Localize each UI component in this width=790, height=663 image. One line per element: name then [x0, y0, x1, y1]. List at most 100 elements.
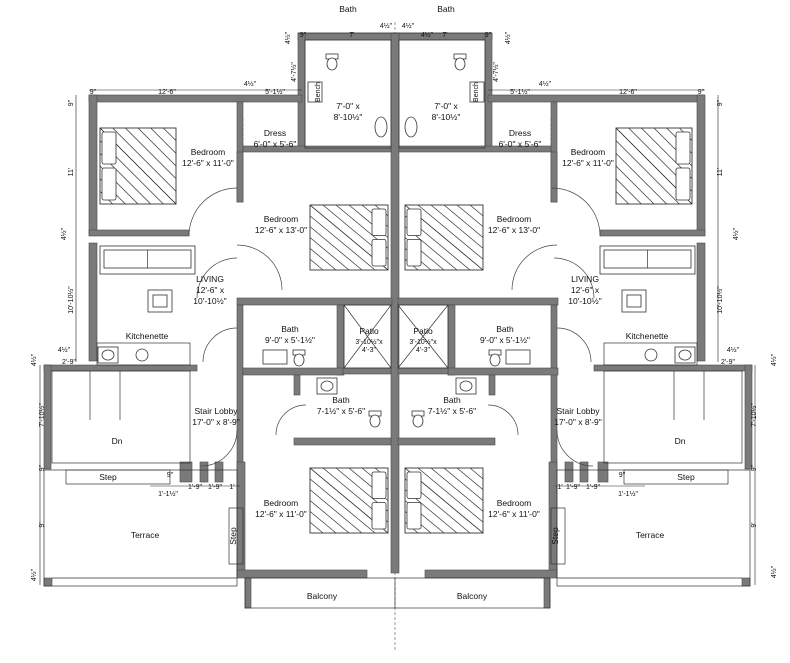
patio-right-dim2: 4'-3" [416, 347, 430, 354]
step-vertical-right-label: Step [550, 527, 560, 545]
walls [43, 32, 753, 609]
bed2-left-hatch [309, 248, 337, 271]
dim-v-29-left: 2'-9" [62, 359, 76, 366]
bath-top-left-dim1: 7'-0" x [336, 101, 360, 111]
dim-v-29-right: 2'-9" [721, 359, 735, 366]
bedroom2-right-dim: 12'-6" x 13'-0" [488, 225, 540, 235]
bed2-left-hatch [309, 237, 350, 271]
bench-right-label: Bench [473, 82, 480, 102]
dim-v-710-right: 7'-10½" [750, 403, 758, 427]
step-right-label: Step [677, 472, 695, 482]
terrace-left-label: Terrace [131, 530, 160, 540]
bath-mid-left-label: Bath [281, 324, 299, 334]
bath-top-right-dim1: 7'-0" x [434, 101, 458, 111]
dim-v-11-right: 11' [717, 168, 724, 177]
bed3-right-pillow-icon [406, 471, 422, 499]
dim-s-11-left: 1'-1½" [158, 490, 178, 498]
dim-v-9-left: 9" [68, 99, 75, 106]
bed1-right-hatch [615, 153, 667, 205]
dress-left-label: Dress [264, 128, 286, 138]
thin-lines [43, 39, 751, 609]
living-right-dim2: 10'-10½" [568, 296, 601, 306]
dim-upper-51-left: 5'-1½" [265, 88, 285, 96]
dim-upper-4h-right: 4½" [539, 80, 552, 88]
bed2-right-hatch [443, 204, 484, 238]
bedroom2-right-label: Bedroom [497, 214, 532, 224]
dim-v-4h2-left: 4½" [58, 346, 71, 354]
basin-mid-left-icon [262, 349, 288, 365]
bed2-left-pillow-icon [371, 208, 387, 236]
balcony-left-label: Balcony [307, 591, 338, 601]
toilet-small-left-bowl-icon [369, 414, 381, 428]
dim-s-1-left: 1' [229, 484, 234, 491]
patio-right-label: Patio [413, 326, 433, 336]
bedroom1-right-label: Bedroom [571, 147, 606, 157]
bath-mid-left-dim: 9'-0" x 5'-1½" [265, 335, 315, 345]
dim-s-19b-left: 1'-9" [208, 484, 222, 491]
patio-left-dim1: 3'-10½"x [355, 338, 383, 346]
bedroom3-right-dim: 12'-6" x 11'-0" [488, 509, 540, 519]
bedroom2-left-dim: 12'-6" x 13'-0" [255, 225, 307, 235]
sink-mid-left-basin-icon [320, 380, 334, 392]
bath-small-right-dim: 7-1½" x 5'-6" [428, 406, 476, 416]
dim-v-4h-right: 4½" [732, 227, 740, 240]
stair-lobby-left-label: Stair Lobby [195, 406, 239, 416]
bedroom1-right-dim: 12'-6" x 11'-0" [562, 158, 614, 168]
bed3-right-hatch [430, 467, 484, 512]
dim-upper-4h-left: 4½" [244, 80, 257, 88]
dim-v-710-left: 7'-10½" [38, 403, 46, 427]
stair-lobby-right-label: Stair Lobby [557, 406, 601, 416]
bed1-right-hatch [615, 140, 680, 205]
bedroom3-left-label: Bedroom [264, 498, 299, 508]
living-left-dim1: 12'-6" x [196, 285, 225, 295]
stair-lobby-right-dim: 17'-0" x 8'-9" [554, 417, 602, 427]
bath-top-left-dim2: 8'-10½" [334, 112, 363, 122]
toilet-mid-left-bowl-icon [293, 353, 305, 367]
table-right-top-icon [626, 294, 642, 308]
kitchenette-left-label: Kitchenette [126, 331, 169, 341]
doors [188, 187, 601, 467]
bench-right-icon [469, 81, 485, 103]
bed1-right-pillow-icon [675, 167, 691, 201]
bed2-left-hatch [309, 258, 324, 271]
dim-v-4h3-right: 4½" [770, 353, 778, 366]
bench-left-icon [307, 81, 323, 103]
dim-s-19-left: 1'-9" [188, 484, 202, 491]
bed2-left-hatch [309, 215, 376, 271]
dim-v-4h4-left: 4½" [30, 568, 38, 581]
dress-left-dim: 6'-0" x 5'-6" [254, 139, 297, 149]
bed3-right-hatch [417, 467, 484, 523]
dimension-lines [39, 32, 756, 585]
furniture [97, 53, 696, 534]
dim-side-right: 4'-7½" [492, 62, 500, 82]
bath-top-right-label: Bath [437, 4, 455, 14]
terrace-right-label: Terrace [636, 530, 665, 540]
dim-upper-126-right: 12'-6" [619, 89, 637, 96]
balcony-right-label: Balcony [457, 591, 488, 601]
dim-s-19-right: 1'-9" [566, 484, 580, 491]
bed2-right-hatch [469, 204, 484, 217]
bed3-left-hatch [309, 478, 376, 534]
bath-top-left-label: Bath [339, 4, 357, 14]
table-left-top-icon [152, 294, 168, 308]
shower-top-left-icon [374, 116, 388, 138]
bed2-right-hatch [430, 204, 484, 249]
dim-top-9-left: 9" [300, 32, 307, 39]
kitchenette-right-label: Kitchenette [626, 331, 669, 341]
dim-s-11-right: 1'-1½" [618, 490, 638, 498]
dim-upper-9-right: 9" [698, 89, 705, 96]
dim-top-9-right: 9" [485, 32, 492, 39]
bed3-right-hatch [443, 467, 484, 501]
dim-v-11-left: 11' [68, 168, 75, 177]
patio-right-dim1: 3'-10½"x [409, 338, 437, 346]
step-left-label: Step [99, 472, 117, 482]
sink-mid-right-basin-icon [459, 380, 473, 392]
bed2-right-hatch [456, 204, 484, 227]
bed2-right-hatch [417, 204, 484, 260]
patio-left-label: Patio [359, 326, 379, 336]
stair-down-left-label: Dn [112, 436, 123, 446]
room-labels: Bath 7'-0" x 8'-10½" Bath 7'-0" x 8'-10½… [99, 4, 695, 601]
bed1-left-hatch [137, 127, 177, 167]
bed1-right-pillow-icon [675, 131, 691, 165]
